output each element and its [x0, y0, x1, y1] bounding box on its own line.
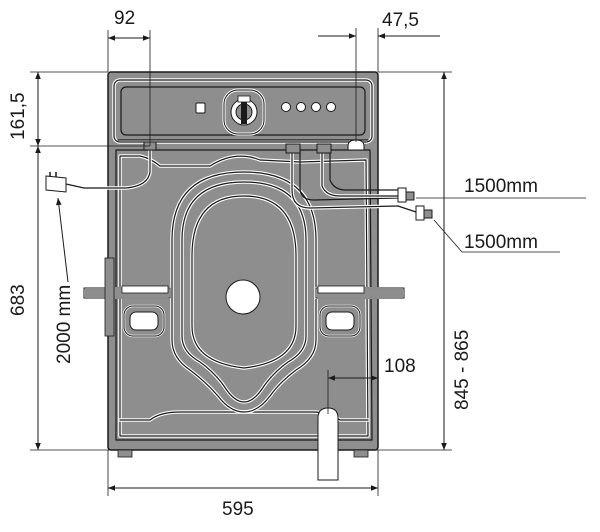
panel-button-icon [296, 102, 306, 112]
dimension-total-height: 845 - 865 [441, 72, 473, 450]
dimension-top-height: 161,5 [8, 72, 41, 146]
dimension-inlet-hose-2: 1500mm [433, 219, 560, 253]
inlet-hoses [285, 139, 433, 221]
panel-buttons [281, 102, 336, 112]
dim-label-1500mm-upper: 1500mm [464, 176, 538, 197]
power-plug-icon [45, 175, 67, 193]
panel-switch-icon [195, 102, 206, 114]
drain-hose [317, 407, 339, 481]
panel-button-icon [311, 102, 321, 112]
dim-label-92: 92 [114, 8, 135, 29]
drum-hub-icon [225, 279, 261, 315]
dim-label-108: 108 [384, 356, 416, 377]
program-knob-icon [222, 88, 266, 136]
dim-label-161-5: 161,5 [8, 92, 29, 140]
dimension-top-right: 47,5 [318, 10, 440, 142]
power-cord [45, 141, 157, 193]
transport-bracket-right [315, 285, 405, 338]
dim-label-47-5: 47,5 [382, 10, 419, 31]
dim-label-2000mm: 2000 mm [54, 285, 75, 364]
dimension-inlet-hose-1: 1500mm [416, 176, 586, 199]
dimension-total-width: 595 [107, 450, 379, 520]
dimension-drain-offset: 108 [327, 356, 416, 414]
dimension-body-height: 683 [8, 146, 41, 450]
dimension-top-left: 92 [107, 8, 151, 146]
inlet-connector-icon [415, 205, 425, 221]
control-panel [195, 88, 336, 136]
dim-label-1500mm-lower: 1500mm [464, 232, 538, 253]
panel-button-icon [281, 102, 291, 112]
dim-label-595: 595 [222, 499, 254, 520]
dim-label-845-865: 845 - 865 [452, 330, 473, 410]
transport-bracket-left [83, 257, 171, 338]
inlet-connector-icon [397, 187, 407, 203]
panel-button-icon [326, 102, 336, 112]
dim-label-683: 683 [8, 284, 29, 316]
drum-recess [170, 170, 318, 414]
dimension-power-cord: 2000 mm [54, 197, 75, 364]
